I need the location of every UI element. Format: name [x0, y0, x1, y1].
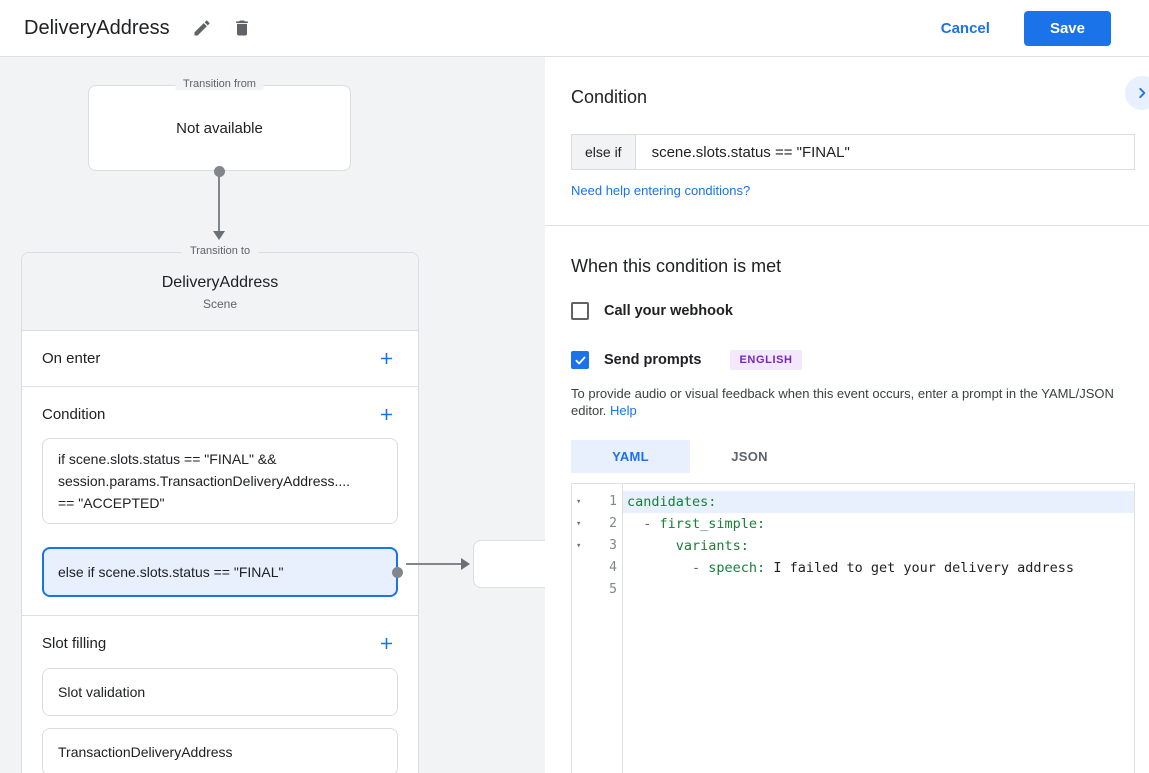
condition-item[interactable]: else if scene.slots.status == "FINAL"	[42, 547, 403, 597]
chevron-right-icon	[1139, 87, 1146, 99]
prompt-description-text: To provide audio or visual feedback when…	[571, 386, 1114, 418]
code-line: - speech: I failed to get your delivery …	[627, 560, 1075, 576]
line-number: 5	[609, 582, 617, 597]
condition-input-row: else if scene.slots.status == "FINAL"	[571, 134, 1135, 170]
send-prompts-label: Send prompts	[604, 352, 702, 368]
scene-card-header[interactable]: Transition to DeliveryAddress Scene	[22, 245, 418, 331]
transition-from-label: Transition from	[175, 78, 264, 90]
prompt-description: To provide audio or visual feedback when…	[571, 385, 1131, 419]
pencil-icon	[194, 20, 210, 36]
condition-item[interactable]: if scene.slots.status == "FINAL" && sessi…	[42, 438, 398, 524]
check-icon	[575, 356, 585, 364]
plus-icon	[380, 637, 393, 649]
section-divider	[545, 225, 1149, 226]
gutter-row: 4	[572, 557, 622, 579]
call-webhook-label: Call your webhook	[604, 303, 733, 319]
scene-name: DeliveryAddress	[161, 274, 279, 291]
condition-line: == "ACCEPTED"	[58, 495, 165, 511]
delete-scene-button[interactable]	[228, 14, 256, 42]
plus-icon	[380, 408, 393, 420]
transition-from-value: Not available	[176, 119, 263, 137]
fold-toggle-icon[interactable]: ▾	[576, 519, 582, 529]
scene-card: Transition to DeliveryAddress Scene On e…	[21, 245, 419, 773]
editor-code-area[interactable]: candidates: - first_simple: variants: - …	[623, 484, 1134, 773]
on-enter-label: On enter	[42, 350, 101, 367]
trash-icon	[235, 20, 248, 36]
condition-prefix-label: else if	[572, 135, 636, 169]
collapse-panel-button[interactable]	[1125, 76, 1149, 110]
help-link[interactable]: Help	[610, 403, 637, 418]
slot-item[interactable]: Slot validation	[42, 668, 398, 716]
panel-title: Condition	[571, 87, 648, 107]
slot-filling-section-label: Slot filling	[42, 634, 107, 652]
scene-type: Scene	[202, 297, 238, 311]
condition-line: if scene.slots.status == "FINAL" &&	[58, 451, 277, 467]
save-button[interactable]: Save	[1023, 10, 1111, 46]
send-prompts-row: Send prompts ENGLISH	[571, 350, 1135, 370]
gutter-row: 5	[572, 579, 622, 601]
line-number: 2	[609, 516, 617, 531]
add-slot-button[interactable]	[375, 632, 398, 655]
connector-dot	[392, 567, 403, 578]
conditions-help-link[interactable]: Need help entering conditions?	[571, 183, 751, 198]
edit-scene-button[interactable]	[188, 14, 216, 42]
condition-items: if scene.slots.status == "FINAL" && sessi…	[42, 438, 403, 597]
code-line: - first_simple:	[627, 516, 766, 532]
tab-json[interactable]: JSON	[731, 449, 768, 464]
connector-arrow-right	[461, 558, 470, 570]
call-webhook-checkbox[interactable]	[571, 302, 589, 320]
gutter-row: ▾3	[572, 535, 622, 557]
fold-toggle-icon[interactable]: ▾	[576, 497, 582, 507]
condition-section-label: Condition	[42, 405, 106, 423]
line-number: 1	[609, 494, 617, 509]
gutter-row: ▾2	[572, 513, 622, 535]
connector-arrow-down	[213, 231, 225, 240]
connector-dot	[214, 166, 225, 177]
scene-diagram-canvas[interactable]: Transition from Not available Transition…	[0, 57, 545, 773]
transition-from-box: Transition from Not available	[88, 78, 351, 171]
condition-line: else if scene.slots.status == "FINAL"	[58, 564, 284, 580]
send-prompts-checkbox[interactable]	[571, 351, 589, 369]
condition-detail-panel: Condition else if scene.slots.status == …	[545, 57, 1149, 773]
gutter-row: ▾1	[572, 491, 622, 513]
code-line	[623, 579, 1134, 601]
add-condition-button[interactable]	[375, 403, 398, 426]
fold-toggle-icon[interactable]: ▾	[576, 541, 582, 551]
editor-tabs: YAML JSON	[571, 440, 1135, 473]
slot-item[interactable]: TransactionDeliveryAddress	[42, 728, 398, 773]
on-enter-row: On enter	[22, 331, 418, 387]
language-badge: ENGLISH	[730, 350, 802, 370]
cancel-button[interactable]: Cancel	[940, 19, 990, 37]
transition-to-label: Transition to	[181, 245, 259, 257]
top-bar: DeliveryAddress Cancel Save	[0, 0, 1149, 57]
condition-section: Condition if scene.slots.status == "FINA…	[22, 387, 418, 616]
condition-line: session.params.TransactionDeliveryAddres…	[58, 473, 351, 489]
line-number: 3	[609, 538, 617, 553]
code-line: candidates:	[623, 491, 1134, 513]
transition-target-box[interactable]	[473, 540, 545, 588]
code-line: variants:	[627, 538, 749, 554]
line-number: 4	[609, 560, 617, 575]
condition-met-heading: When this condition is met	[571, 256, 782, 276]
page-title: DeliveryAddress	[24, 16, 170, 39]
tab-yaml[interactable]: YAML	[571, 440, 690, 473]
connector-line	[406, 563, 462, 565]
webhook-row: Call your webhook	[571, 302, 1135, 320]
plus-icon	[380, 352, 393, 365]
connector-line	[218, 175, 220, 232]
condition-expression-input[interactable]: scene.slots.status == "FINAL"	[651, 143, 850, 161]
add-on-enter-button[interactable]	[375, 347, 398, 370]
